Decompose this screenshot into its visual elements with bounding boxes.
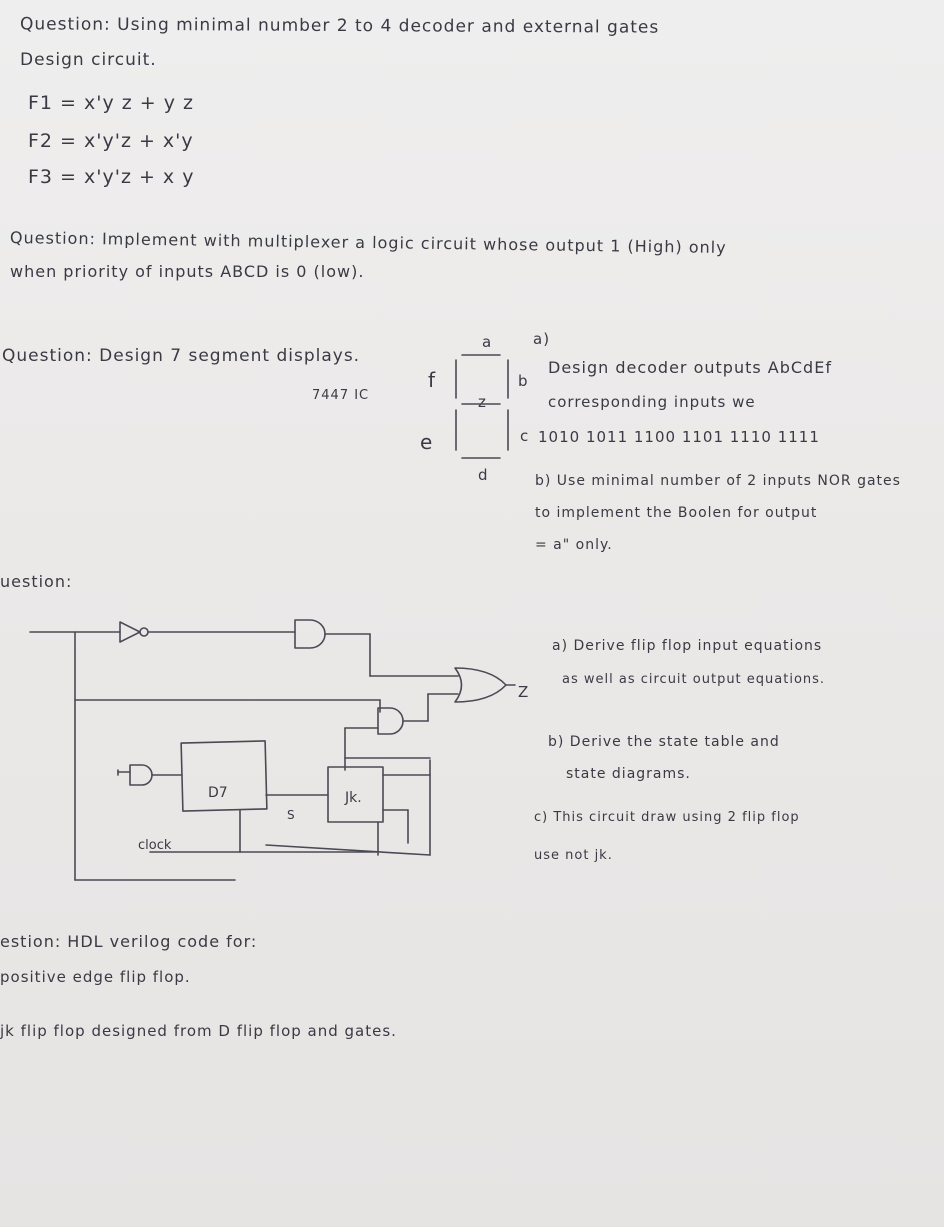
q4-part-a-line2: as well as circuit output equations.	[562, 672, 826, 687]
q1-equation-f1: F1 = x'y z + y z	[28, 92, 194, 114]
q4-part-c-line2: use not jk.	[534, 848, 613, 863]
seg-f-label: f	[428, 368, 436, 392]
d-flip-flop	[117, 740, 268, 853]
clock-label: clock	[138, 838, 172, 853]
not-gate	[119, 621, 296, 643]
seg-c-label: c	[520, 427, 529, 445]
q3-part-b-line2: to implement the Boolen for output	[535, 505, 818, 521]
input-wires	[29, 631, 381, 881]
seven-segment-display	[455, 354, 509, 459]
q4-part-c-line1: c) This circuit draw using 2 flip flop	[534, 810, 800, 825]
jk-flip-flop	[239, 757, 431, 856]
q3-part-a-line2: corresponding inputs we	[548, 393, 756, 411]
seg-z-label: z	[478, 393, 486, 411]
q1-equation-f3: F3 = x'y'z + x y	[28, 166, 195, 188]
and-gate-top	[294, 619, 459, 677]
seg-e-label: e	[420, 430, 433, 454]
q5-line2: positive edge flip flop.	[0, 968, 191, 986]
q3-title: Question: Design 7 segment displays.	[2, 346, 361, 366]
q1-equation-f2: F2 = x'y'z + x'y	[28, 130, 194, 152]
s-label: S	[287, 808, 295, 822]
seg-b-label: b	[518, 372, 528, 390]
q4-part-b-line2: state diagrams.	[566, 766, 691, 782]
q4-title: uestion:	[0, 572, 73, 591]
q3-part-a-line3: 1010 1011 1100 1101 1110 1111	[538, 428, 820, 446]
seg-a-label: a	[482, 333, 492, 351]
seg-d-label: d	[478, 466, 488, 484]
q3-part-b-line3: = a" only.	[535, 537, 613, 553]
q3-ic-label: 7447 IC	[312, 388, 370, 403]
q3-part-a-line1: Design decoder outputs AbCdEf	[548, 358, 832, 377]
q2-line2: when priority of inputs ABCD is 0 (low).	[10, 262, 365, 281]
q3-part-b-line1: b) Use minimal number of 2 inputs NOR ga…	[535, 473, 901, 489]
and-gate-middle	[344, 693, 459, 771]
q5-line1: estion: HDL verilog code for:	[0, 932, 258, 951]
q5-line3: jk flip flop designed from D flip flop a…	[0, 1022, 397, 1040]
q3-part-a-mark: a)	[533, 330, 551, 348]
dff-label: D7	[208, 785, 228, 801]
q1-subtitle: Design circuit.	[20, 50, 157, 70]
or-gate	[454, 667, 516, 703]
q4-part-b-line1: b) Derive the state table and	[548, 734, 780, 750]
jk-label: Jk.	[345, 790, 362, 806]
output-z-label: Z	[518, 683, 529, 701]
q4-part-a-line1: a) Derive flip flop input equations	[552, 638, 823, 654]
